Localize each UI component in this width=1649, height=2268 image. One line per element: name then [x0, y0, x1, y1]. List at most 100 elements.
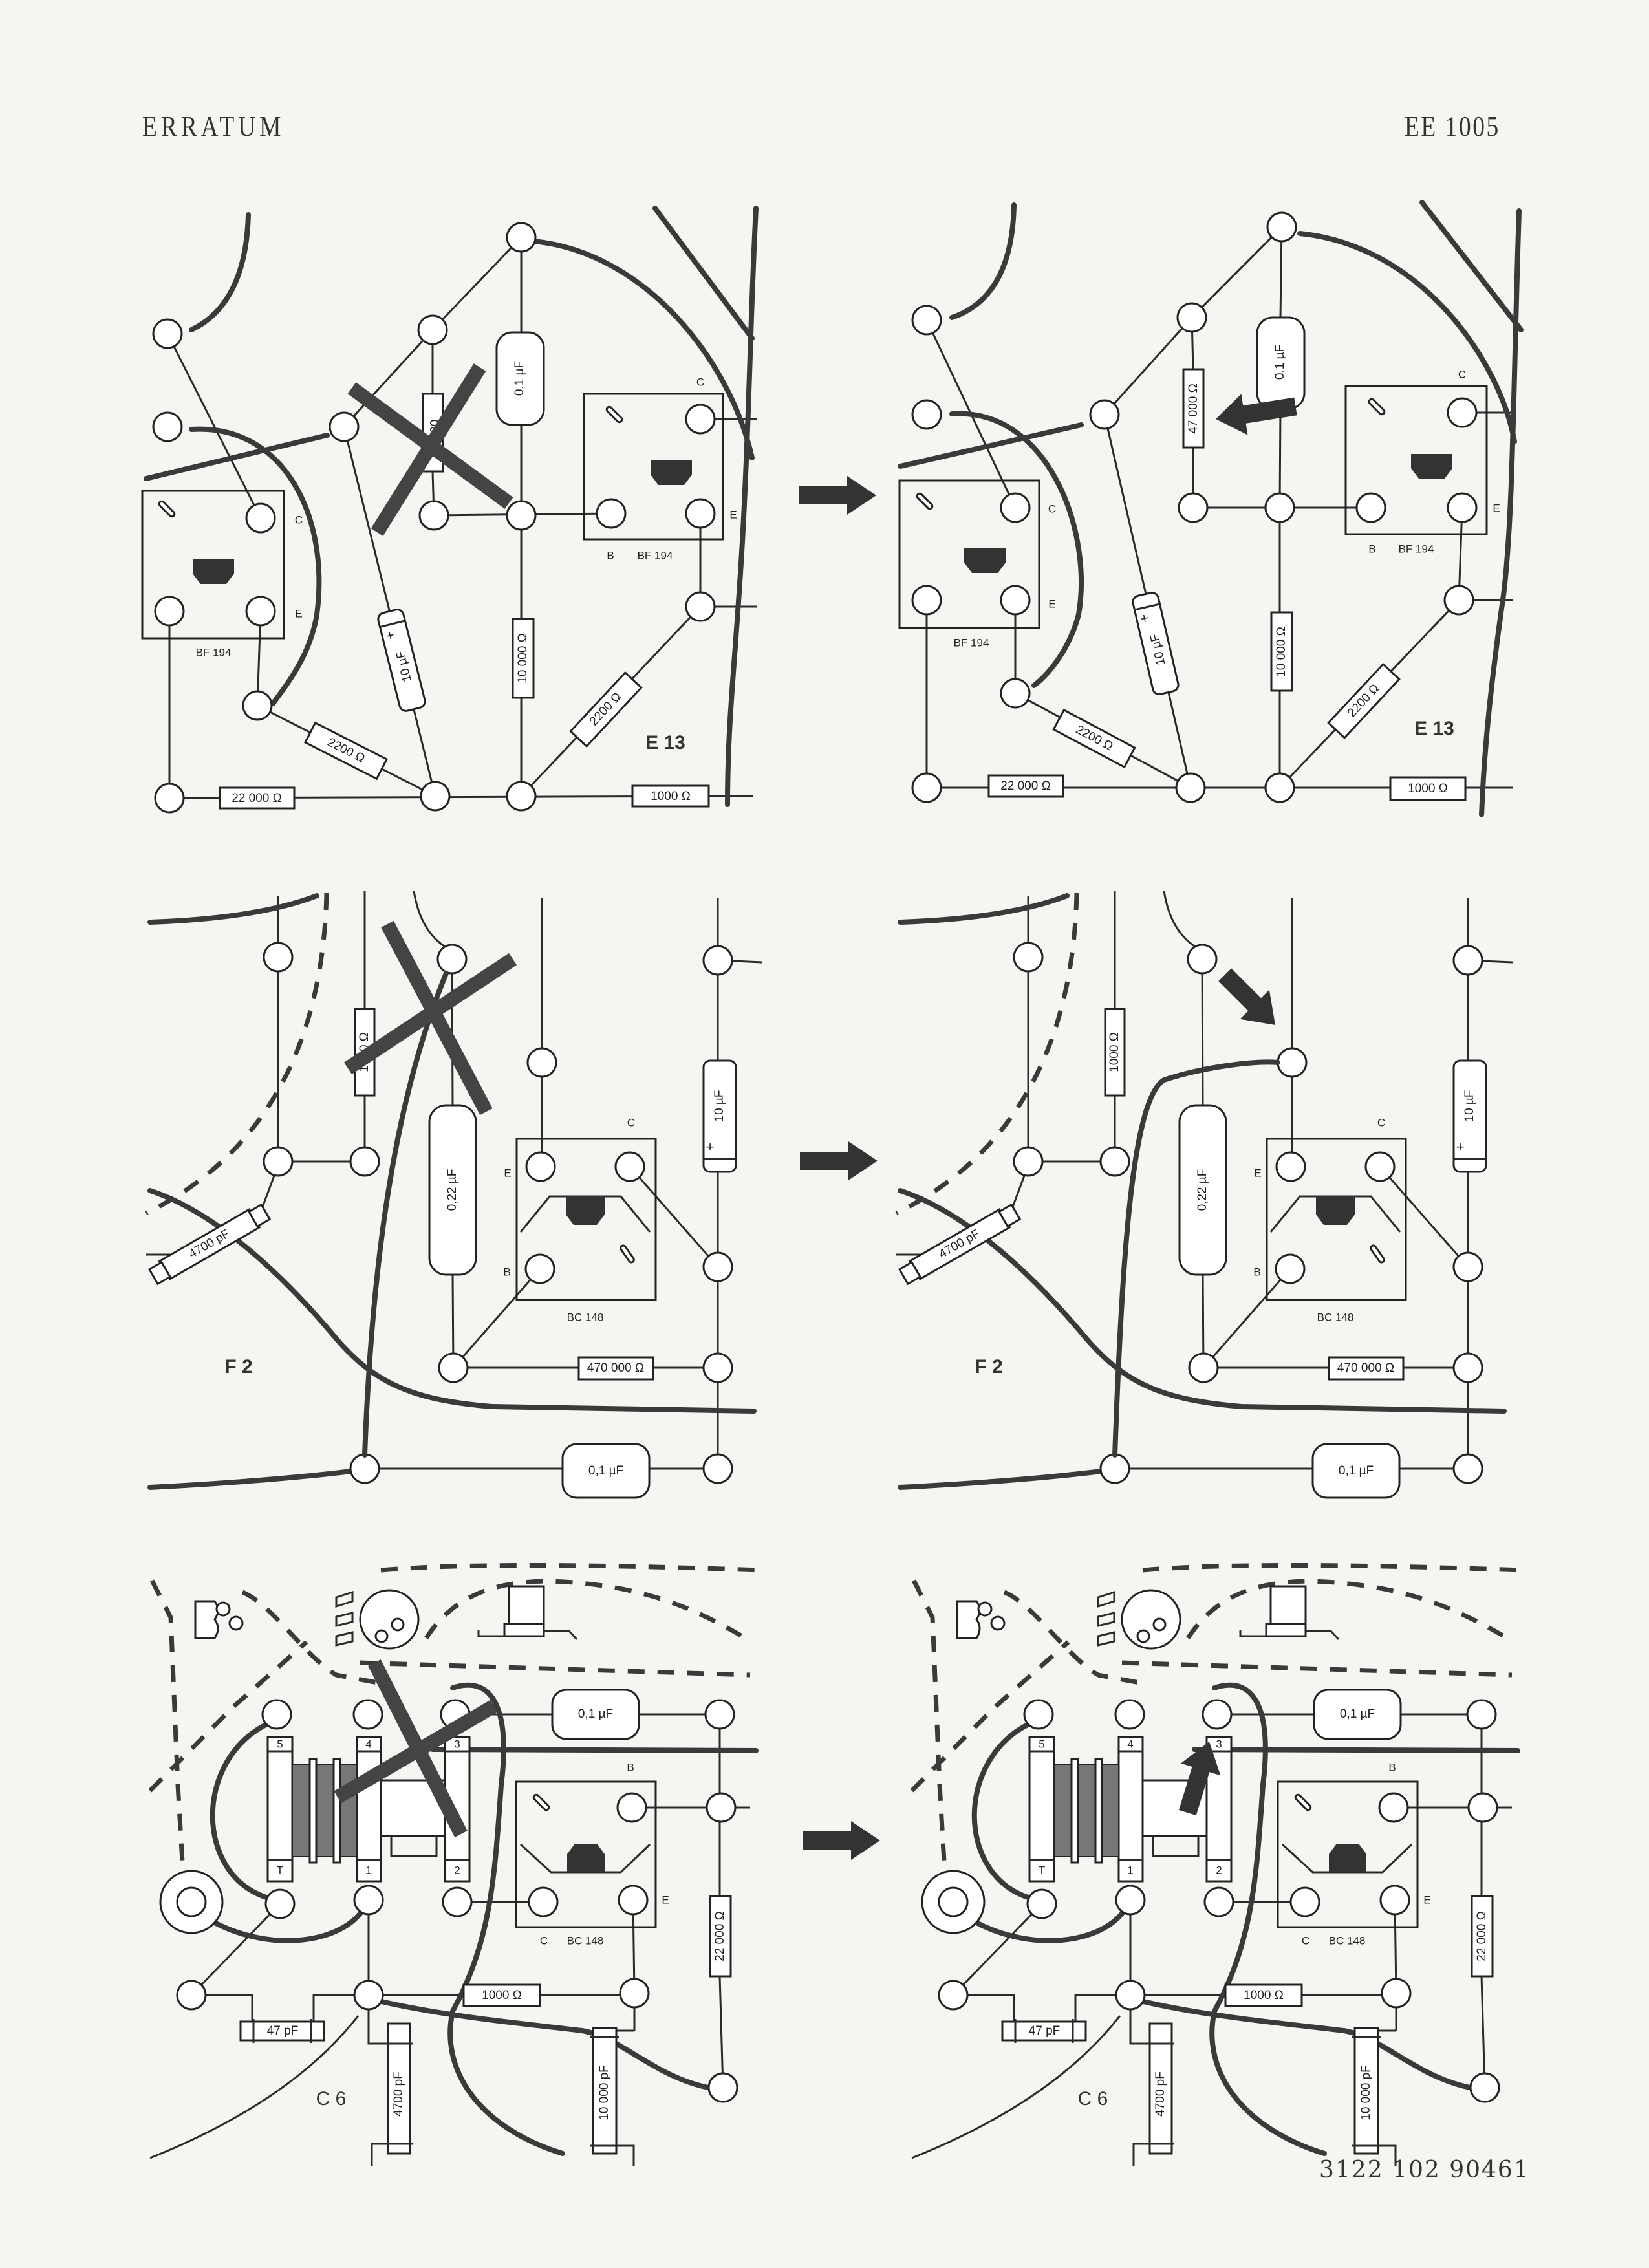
resistor-label: 22 000 Ω: [1000, 779, 1051, 793]
transistor-label: BC 148: [567, 1311, 604, 1323]
capacitor-label: 4700 pF: [392, 2071, 405, 2117]
resistor-1000: [631, 784, 710, 808]
electrolytic-capacitor-10uf: [702, 1059, 737, 1173]
part-number: 3122 102 90461: [1319, 2157, 1530, 2183]
resistor-label: 22 000 Ω: [713, 1911, 727, 1961]
capacitor-label: 0,1 µF: [578, 1707, 613, 1721]
coil-pin-label: 5: [277, 1738, 283, 1750]
pin-label: C: [696, 376, 704, 388]
potentiometer: [335, 1589, 420, 1650]
coil-pin-label: T: [277, 1864, 283, 1876]
capacitor-label: 0,22 µF: [446, 1169, 459, 1211]
panel-label: C 6: [316, 2088, 347, 2110]
document-code: EE 1005: [1405, 111, 1500, 142]
panel-label: F 2: [224, 1356, 252, 1377]
capacitor-0-22uf: [428, 1104, 477, 1276]
capacitor-10000pf: [592, 2027, 618, 2155]
transistor-bf194: C E B BF 194: [1344, 368, 1500, 555]
electrolytic-capacitor-10uf: + 10 µF: [377, 609, 426, 712]
coil-pin-label: 3: [454, 1738, 460, 1750]
cross-out-icon: [343, 920, 517, 1116]
right-arrow-icon: [799, 476, 876, 515]
pin-label: B: [607, 549, 614, 561]
resistor-label: 1000 Ω: [1408, 782, 1448, 795]
solder-pads: [159, 1699, 738, 2103]
pin-label: C: [540, 1934, 548, 1947]
capacitor-0-1uf: [551, 1689, 640, 1740]
capacitor-label: 10 µF: [713, 1090, 726, 1122]
pin-label: E: [504, 1167, 511, 1179]
f2-new-diagram: [896, 891, 1513, 1498]
pointer-arrow-icon: [1216, 394, 1297, 435]
transistor-label: BF 194: [638, 549, 673, 561]
panel-label: E 13: [1414, 718, 1454, 739]
resistor-10000: [1270, 611, 1293, 692]
pin-label: C: [295, 513, 303, 526]
transistor-label: BC 148: [567, 1934, 604, 1947]
new-resistor-label: 47 000 Ω: [1187, 383, 1200, 434]
resistor-47000: [1182, 368, 1205, 449]
solder-pads: [263, 942, 733, 1484]
pin-label: E: [1493, 502, 1500, 514]
resistor-label: 10 000 Ω: [516, 633, 530, 684]
connector: [194, 1600, 244, 1639]
resistor-10000: [512, 618, 535, 699]
resistor-2200: 2200 Ω: [569, 671, 643, 748]
transistor-bc148: C E B BC 148: [503, 1116, 657, 1323]
transistor-bf194: C E BF 194: [898, 479, 1056, 649]
resistor-label: 1000 Ω: [651, 790, 691, 803]
c6-old-diagram: 5 4 3 T 1 2 B E C BC 148 0,1 µF 22 000 Ω: [148, 1563, 761, 2166]
resistor-22000: [987, 774, 1064, 798]
resistor-label: 22 000 Ω: [232, 792, 282, 805]
capacitor-label: 0,1 µF: [588, 1464, 623, 1478]
pin-label: B: [627, 1761, 634, 1773]
c6-circuit: 5 4 3 T 1 2 B E C BC 148 0,1 µF 22 000 Ω: [148, 1563, 761, 2166]
transistor-bf194: C E BF 194: [141, 490, 303, 658]
f2-old-diagram: 1000 Ω 0,22 µF + 10 µF 470 000 Ω 0,1 µF …: [145, 891, 763, 1499]
capacitor-label: 0,1 µF: [513, 361, 526, 396]
cross-out-icon: [334, 1659, 498, 1837]
pin-label: E: [662, 1894, 669, 1906]
resistor-label: 10 000 Ω: [1275, 627, 1288, 677]
solder-pads: [152, 222, 716, 814]
resistor-22000: [709, 1895, 732, 1978]
transistor-bc148: B E C BC 148: [515, 1761, 669, 1947]
capacitor-0-1uf: [561, 1443, 651, 1499]
right-arrow-icon: [803, 1821, 880, 1860]
coil-pin-label: 2: [454, 1864, 460, 1876]
pointer-arrow-icon: [1178, 1742, 1221, 1816]
document-title: ERRATUM: [142, 111, 285, 142]
capacitor-label: 0.1 µF: [1273, 345, 1287, 380]
e13-new-diagram: 47 000 Ω 0.1 µF + 10 µF 10 000 Ω 2200 Ω …: [898, 200, 1524, 817]
capacitor-label: 10 000 pF: [598, 2065, 611, 2121]
svg-text:+: +: [384, 627, 396, 644]
e13-old-diagram: 0,1 µF 00 Ω + 10 µF 10 000 Ω 2200 Ω 2200…: [141, 206, 759, 814]
resistor-1000: [1389, 776, 1467, 801]
trimmer: [477, 1585, 578, 1641]
resistor-2200: 2200 Ω: [304, 721, 388, 781]
transistor-label: BF 194: [196, 646, 232, 658]
transistor-label: BF 194: [1399, 543, 1434, 555]
electrolytic-capacitor-10uf: + 10 µF: [1132, 591, 1180, 696]
coil-pin-label: 1: [365, 1864, 371, 1876]
c6-new-diagram: [912, 1566, 1522, 2167]
coil-pin-label: 4: [365, 1738, 371, 1750]
solder-pads: [911, 211, 1478, 803]
capacitor-0-1uf: [495, 331, 545, 426]
capacitor-4700pf: 4700 pF: [147, 1203, 272, 1286]
resistor-label: 1000 Ω: [482, 1989, 522, 2002]
f2-circuit: 1000 Ω 0,22 µF + 10 µF 470 000 Ω 0,1 µF …: [145, 891, 763, 1499]
pin-label: E: [729, 508, 737, 521]
resistor-2200: 2200 Ω: [1052, 708, 1136, 769]
pin-label: B: [1368, 543, 1375, 555]
pin-label: E: [1048, 598, 1055, 610]
right-arrow-icon: [800, 1141, 878, 1180]
capacitor-label: 47 pF: [267, 2024, 299, 2038]
panel-label: E 13: [645, 732, 685, 753]
resistor-470000: [577, 1356, 654, 1381]
svg-text:+: +: [706, 1139, 715, 1155]
transistor-label: BF 194: [954, 636, 989, 649]
pin-label: E: [295, 607, 302, 620]
pin-label: C: [1458, 368, 1466, 380]
